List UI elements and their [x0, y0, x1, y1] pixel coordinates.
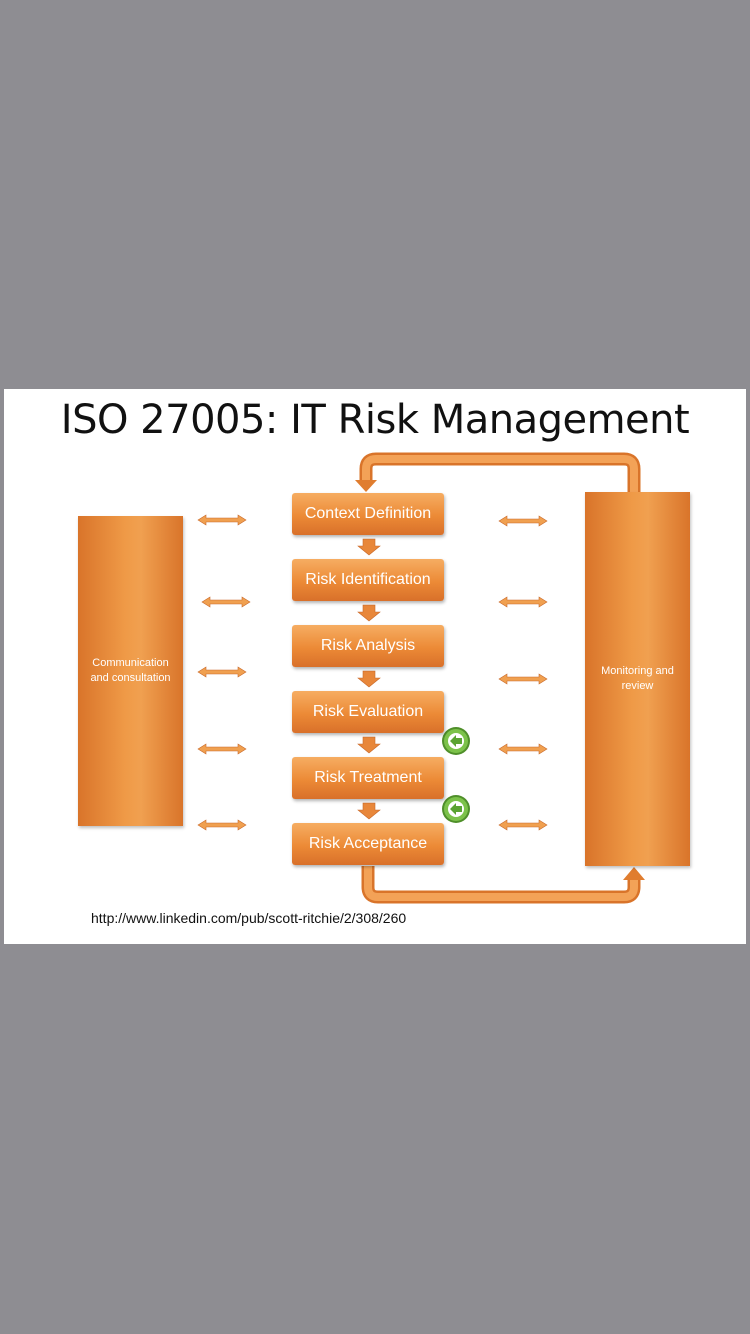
double-headed-arrow-icon [498, 673, 548, 685]
communication-bar: Communication and consultation [78, 516, 183, 826]
down-arrow-5 [357, 802, 381, 820]
down-arrow-4 [357, 736, 381, 754]
double-headed-arrow-icon [197, 666, 247, 678]
double-headed-arrow-icon [498, 515, 548, 527]
diagram-connectors [197, 452, 645, 904]
double-headed-arrow-icon [201, 596, 251, 608]
step-risk-analysis: Risk Analysis [292, 625, 444, 667]
left-link-arrows [197, 514, 251, 831]
double-headed-arrow-icon [498, 819, 548, 831]
left-arrow-icon [450, 803, 462, 815]
double-headed-arrow-icon [197, 819, 247, 831]
monitoring-label: Monitoring and review [601, 665, 674, 692]
slide: ISO 27005: IT Risk Management [4, 389, 746, 944]
top-loop-arrow [355, 452, 641, 492]
feedback-button-evaluation [442, 727, 470, 755]
step-down-arrows [357, 538, 381, 820]
diagram-title: ISO 27005: IT Risk Management [60, 397, 690, 443]
monitoring-bar: Monitoring and review [585, 492, 690, 866]
left-arrow-icon [450, 735, 462, 747]
feedback-button-treatment [442, 795, 470, 823]
step-risk-treatment: Risk Treatment [292, 757, 444, 799]
down-arrow-1 [357, 538, 381, 556]
down-arrow-2 [357, 604, 381, 622]
double-headed-arrow-icon [197, 514, 247, 526]
step-context-definition: Context Definition [292, 493, 444, 535]
step-risk-evaluation: Risk Evaluation [292, 691, 444, 733]
step-risk-acceptance: Risk Acceptance [292, 823, 444, 865]
source-url: http://www.linkedin.com/pub/scott-ritchi… [91, 910, 407, 926]
double-headed-arrow-icon [498, 743, 548, 755]
bottom-loop-arrow [361, 866, 645, 904]
double-headed-arrow-icon [197, 743, 247, 755]
communication-label: Communication and consultation [90, 657, 171, 684]
right-link-arrows [498, 515, 548, 831]
down-arrow-3 [357, 670, 381, 688]
step-risk-identification: Risk Identification [292, 559, 444, 601]
double-headed-arrow-icon [498, 596, 548, 608]
